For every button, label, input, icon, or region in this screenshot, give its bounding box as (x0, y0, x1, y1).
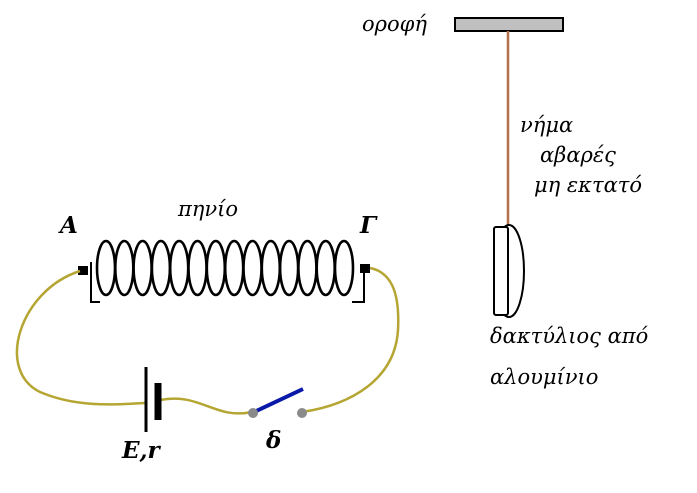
wire-left (15, 269, 146, 406)
coil-end-g-label: Γ (360, 212, 377, 239)
coil-turn (333, 239, 355, 297)
coil-turn (132, 239, 153, 297)
coil-left-terminal (78, 266, 88, 275)
ring-label-line1: δακτύλιος από (490, 324, 649, 348)
string-label-line2: αβαρές (540, 143, 616, 167)
coil-turns (95, 239, 355, 297)
coil-label: πηνίο (178, 197, 239, 221)
coil-right-terminal (360, 264, 370, 273)
ceiling-label: οροφή (362, 12, 427, 36)
switch-blade[interactable] (251, 387, 304, 415)
aluminum-ring (493, 224, 525, 318)
coil-turn (278, 239, 300, 297)
coil-turn (223, 239, 245, 297)
coil-turn (150, 239, 172, 297)
coil-turn (260, 239, 282, 297)
coil-turn (95, 239, 117, 297)
coil-core (90, 262, 365, 303)
switch-contact-left (248, 408, 258, 418)
coil-turn (297, 239, 318, 297)
coil-end-a-label: Α (60, 212, 78, 239)
coil-turn (114, 239, 135, 297)
string-label-line1: νήμα (520, 113, 574, 137)
wire-battery-to-switch (159, 397, 253, 415)
string-label-line3: μη εκτατό (534, 173, 643, 197)
switch-label: δ (266, 427, 282, 454)
wire-right (301, 266, 400, 414)
coil-turn (315, 239, 337, 297)
coil-turn (242, 239, 263, 297)
ring-label-line2: αλουμίνιο (490, 365, 599, 389)
battery-label: Ε,r (122, 437, 160, 464)
switch-contact-right (297, 408, 307, 418)
ceiling-bar (454, 17, 564, 32)
coil-turn (205, 239, 227, 297)
coil-turn (187, 239, 208, 297)
coil-turn (168, 239, 190, 297)
